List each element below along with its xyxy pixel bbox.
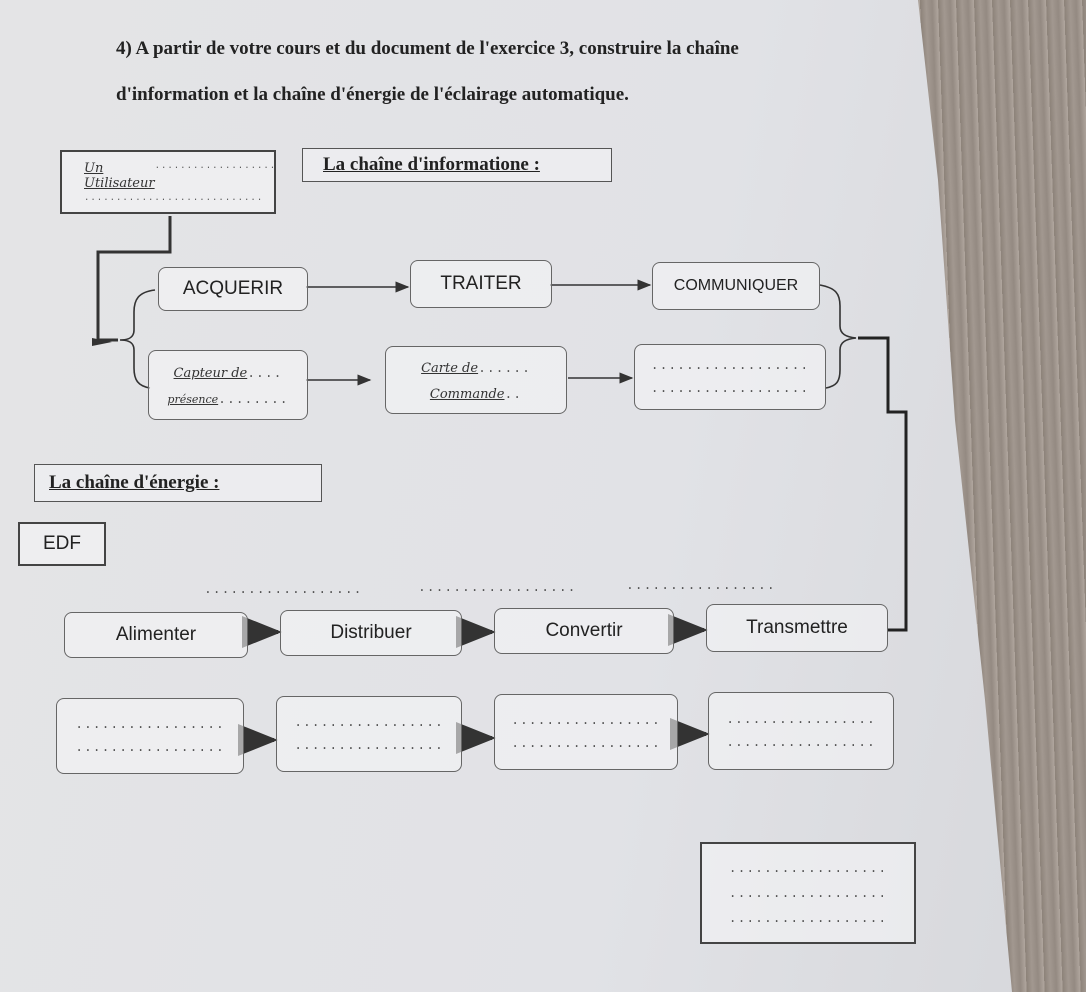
info-function-acquerir: ACQUERIR	[158, 267, 308, 311]
info-component-communication: .................. ..................	[634, 344, 826, 410]
info-function-traiter: TRAITER	[410, 260, 552, 308]
energy-blank-1: ..................	[204, 582, 363, 597]
energy-component-1: ................. .................	[56, 698, 244, 774]
energy-component-4: ................. .................	[708, 692, 894, 770]
energy-function-distribuer: Distribuer	[280, 610, 462, 656]
controller-line-2: Commande	[429, 387, 505, 402]
sensor-line-2-dots: ........	[218, 392, 289, 407]
user-box-dots: ...................	[154, 161, 277, 171]
user-box: Un Utilisateur ................... .....…	[60, 150, 276, 214]
final-element-box: .................. .................. ..…	[700, 842, 916, 944]
energy-component-2: ................. .................	[276, 696, 462, 772]
energy-component-1-line-1: .................	[75, 717, 225, 732]
info-function-communiquer: COMMUNIQUER	[652, 262, 820, 310]
energy-component-4-line-1: .................	[726, 712, 876, 727]
energy-component-3-line-2: .................	[511, 736, 661, 751]
info-chain-title: La chaîne d'informatione :	[302, 148, 612, 182]
energy-component-3: ................. .................	[494, 694, 678, 770]
energy-component-2-line-1: .................	[294, 715, 444, 730]
communication-line-2: ..................	[650, 381, 810, 396]
user-box-dots-2: ............................	[84, 193, 264, 203]
controller-line-1-dots: ......	[478, 361, 531, 376]
energy-function-alimenter: Alimenter	[64, 612, 248, 658]
controller-line-2-dots: ..	[504, 387, 523, 402]
info-component-controller: Carte de...... Commande..	[385, 346, 567, 414]
energy-blank-2: ..................	[418, 580, 577, 595]
energy-chain-title: La chaîne d'énergie :	[34, 464, 322, 502]
user-box-answer: Un Utilisateur	[84, 161, 155, 191]
question-line-1: 4) A partir de votre cours et du documen…	[116, 38, 739, 59]
energy-component-1-line-2: .................	[75, 740, 225, 755]
energy-source-edf: EDF	[18, 522, 106, 566]
energy-blank-3: .................	[626, 578, 776, 593]
energy-component-2-line-2: .................	[294, 738, 444, 753]
communication-line-1: ..................	[650, 358, 810, 373]
final-line-1: ..................	[728, 860, 888, 876]
sensor-line-1-dots: ....	[247, 366, 283, 381]
controller-line-1: Carte de	[421, 361, 479, 376]
energy-component-3-line-1: .................	[511, 713, 661, 728]
energy-function-convertir: Convertir	[494, 608, 674, 654]
question-line-2: d'information et la chaîne d'énergie de …	[116, 84, 629, 105]
sensor-line-1: Capteur de	[173, 366, 248, 381]
energy-component-4-line-2: .................	[726, 735, 876, 750]
sensor-line-2: présence	[167, 393, 219, 406]
final-line-2: ..................	[728, 885, 888, 901]
energy-function-transmettre: Transmettre	[706, 604, 888, 652]
final-line-3: ..................	[728, 910, 888, 926]
info-component-sensor: Capteur de.... présence........	[148, 350, 308, 420]
